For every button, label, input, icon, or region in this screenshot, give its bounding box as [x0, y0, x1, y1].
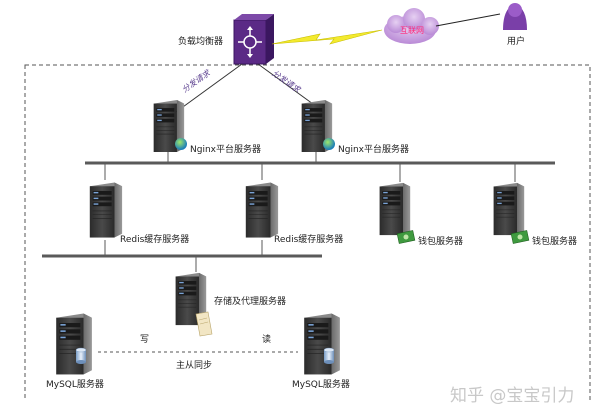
redis-server-1-label: Redis缓存服务器: [120, 235, 190, 245]
distribute-line-left: [175, 63, 243, 113]
wallet-server-1-icon: [379, 182, 411, 236]
redis-server-1-icon: [89, 182, 123, 238]
wallet-server-2-label: 钱包服务器: [532, 237, 578, 247]
mysql-server-2-icon: [303, 313, 341, 375]
nginx-server-2-label: Nginx平台服务器: [338, 145, 409, 155]
cloud-user-link: [435, 13, 501, 27]
master-slave-sync-label: 主从同步: [176, 361, 213, 371]
system-boundary: [24, 64, 591, 400]
internet-label: 互联网: [400, 26, 424, 35]
load-balancer-icon: [233, 14, 274, 65]
money-icon: [396, 230, 416, 244]
database-icon: [323, 347, 335, 364]
mysql-server-2-label: MySQL服务器: [292, 380, 350, 390]
read-label: 读: [262, 335, 272, 345]
globe-icon: [175, 138, 187, 150]
user-icon: [503, 3, 527, 30]
lightning-connection-icon: [271, 29, 383, 45]
money-icon: [510, 230, 530, 244]
watermark: 知乎 @宝宝引力: [450, 386, 575, 406]
storage-proxy-server-label: 存储及代理服务器: [214, 297, 287, 307]
mysql-server-1-icon: [55, 313, 93, 375]
globe-icon: [323, 138, 335, 150]
mysql-server-1-label: MySQL服务器: [46, 380, 104, 390]
wallet-server-1-label: 钱包服务器: [418, 237, 464, 247]
write-label: 写: [140, 335, 150, 345]
redis-server-2-label: Redis缓存服务器: [274, 235, 344, 245]
wallet-server-2-icon: [493, 182, 525, 236]
internet-cloud-icon: [384, 8, 439, 44]
redis-server-2-icon: [245, 182, 279, 238]
nginx-server-1-label: Nginx平台服务器: [190, 145, 261, 155]
document-icon: [195, 311, 213, 337]
load-balancer-label: 负载均衡器: [178, 37, 224, 47]
database-icon: [75, 347, 87, 364]
user-label: 用户: [507, 37, 526, 47]
